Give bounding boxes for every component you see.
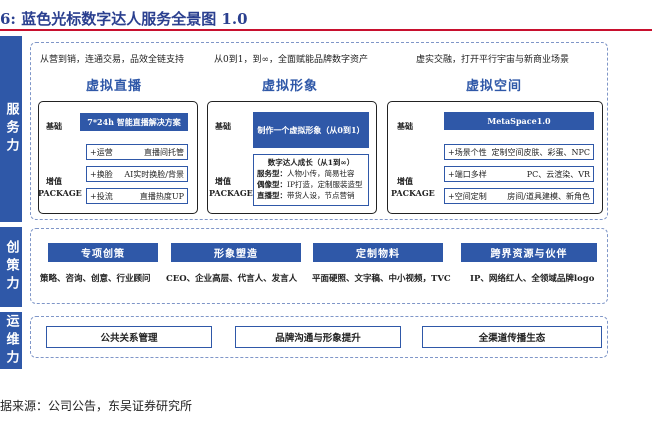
value-label: 增值: [215, 176, 231, 186]
source-note: 据来源：公司公告，东吴证券研究所: [0, 399, 193, 413]
avatar-growth-box: 数字达人成长（从1到∞） 服务型：人物小传，简易社容 偶像型：IP打造，定制服装…: [253, 154, 369, 206]
item-right: 房间/道具建模、新角色: [507, 191, 590, 201]
item-right: AI实时换脸/背景: [124, 169, 184, 179]
package-label: PACKAGE: [391, 188, 435, 198]
item-left: +场景个性: [448, 147, 487, 157]
creative-bar-3: 定制物料: [313, 243, 443, 262]
space-item-1: +场景个性 定制空间皮肤、彩蛋、NPC: [444, 144, 594, 160]
item-left: +端口多样: [448, 169, 487, 179]
growth-head: 数字达人成长（从1到∞）: [267, 158, 355, 167]
row-value: IP打造，定制服装造型: [287, 180, 363, 189]
live-item-3: +投流 直播热度UP: [86, 188, 188, 204]
basic-label: 基础: [397, 121, 413, 131]
service-tagline-2: 从0到1，到∞，全面赋能品牌数字资产: [214, 55, 368, 65]
value-label: 增值: [46, 176, 62, 186]
creative-desc-3: 平面硬照、文字稿、中小视频，TVC: [312, 274, 451, 284]
item-right: PC、云渲染、VR: [526, 169, 590, 179]
live-item-2: +换脸 AI实时换脸/背景: [86, 166, 188, 182]
item-left: +空间定制: [448, 191, 487, 201]
operation-item-1: 公共关系管理: [46, 326, 212, 348]
section-label-creative: 创策力: [0, 227, 22, 307]
row-key: 偶像型：: [257, 180, 287, 189]
row-value: 人物小传，简易社容: [287, 169, 355, 178]
space-basic-box: MetaSpace1.0: [444, 112, 594, 130]
row-value: 带货人设，节点营销: [287, 191, 355, 200]
item-right: 定制空间皮肤、彩蛋、NPC: [491, 147, 590, 157]
row-key: 服务型：: [257, 169, 287, 178]
item-right: 直播热度UP: [139, 191, 184, 201]
section-label-service: 服务力: [0, 36, 22, 222]
growth-row-3: 直播型：带货人设，节点营销: [257, 190, 365, 201]
service-tagline-3: 虚实交融，打开平行宇宙与新商业场景: [416, 55, 570, 65]
section-label-operation: 运维力: [0, 312, 22, 369]
item-left: +投流: [90, 191, 113, 201]
value-label: 增值: [397, 176, 413, 186]
creative-desc-4: IP、网络红人、全领域品牌logo: [470, 274, 595, 284]
column-title-space: 虚拟空间: [466, 79, 523, 94]
growth-row-2: 偶像型：IP打造，定制服装造型: [257, 179, 365, 190]
creative-desc-2: CEO、企业高层、代言人、发言人: [166, 274, 298, 284]
creative-bar-1: 专项创策: [48, 243, 158, 262]
item-right: 直播间托管: [144, 147, 184, 157]
live-item-1: +运营 直播间托管: [86, 144, 188, 160]
creative-bar-4: 跨界资源与伙伴: [461, 243, 597, 262]
operation-panel: [30, 316, 608, 358]
package-label: PACKAGE: [38, 188, 82, 198]
package-label: PACKAGE: [209, 188, 253, 198]
service-tagline-1: 从营到销，连通交易，品效全链支持: [40, 55, 185, 65]
item-left: +换脸: [90, 169, 113, 179]
operation-item-3: 全渠道传播生态: [422, 326, 602, 348]
live-basic-box: 7*24h 智能直播解决方案: [80, 113, 188, 131]
space-item-2: +端口多样 PC、云渲染、VR: [444, 166, 594, 182]
operation-item-2: 品牌沟通与形象提升: [235, 326, 401, 348]
avatar-basic-box: 制作一个虚拟形象（从0到1）: [253, 112, 369, 148]
title-divider: [0, 29, 652, 31]
basic-label: 基础: [46, 121, 62, 131]
creative-panel: [30, 228, 608, 304]
figure-title: 6: 蓝色光标数字达人服务全景图 1.0: [0, 10, 248, 28]
space-item-3: +空间定制 房间/道具建模、新角色: [444, 188, 594, 204]
column-title-live: 虚拟直播: [86, 79, 143, 94]
basic-label: 基础: [215, 121, 231, 131]
item-left: +运营: [90, 147, 113, 157]
creative-bar-2: 形象塑造: [171, 243, 301, 262]
growth-row-1: 服务型：人物小传，简易社容: [257, 168, 365, 179]
creative-desc-1: 策略、咨询、创意、行业顾问: [40, 274, 151, 284]
row-key: 直播型：: [257, 191, 287, 200]
column-title-avatar: 虚拟形象: [262, 79, 319, 94]
